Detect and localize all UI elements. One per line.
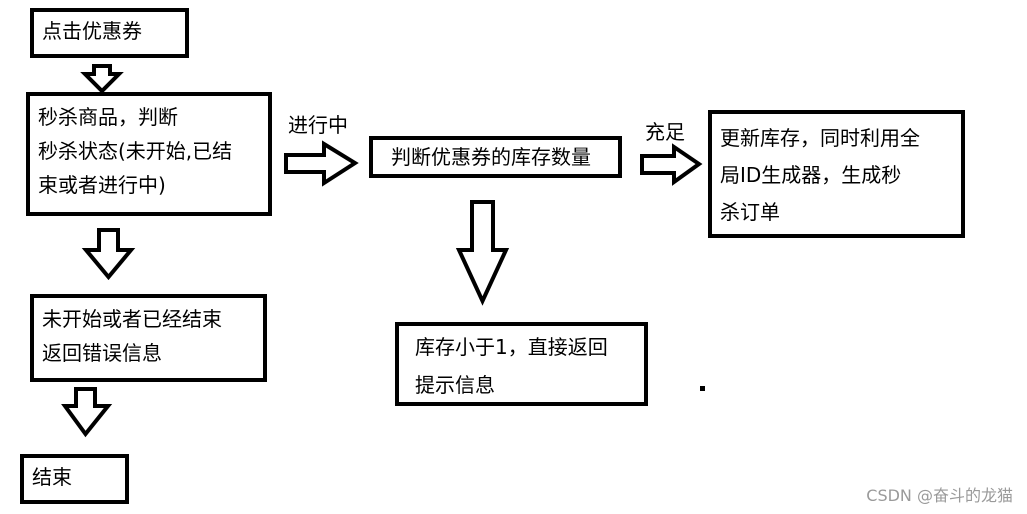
arrow-down-1 [80, 64, 124, 94]
node-text: 更新库存，同时利用全 [720, 126, 920, 150]
edge-label-in-progress: 进行中 [288, 113, 348, 137]
node-text: 杀订单 [720, 200, 780, 224]
node-text: 库存小于1，直接返回 [415, 335, 608, 359]
node-check-stock: 判断优惠券的库存数量 [369, 136, 622, 178]
node-text: 秒杀状态(未开始,已结 [38, 139, 233, 163]
watermark: CSDN @奋斗的龙猫 [866, 486, 1013, 505]
node-judge-seckill-status: 秒杀商品，判断 秒杀状态(未开始,已结 束或者进行中) [26, 92, 272, 216]
node-text: 点击优惠券 [42, 19, 142, 43]
node-text: 秒杀商品，判断 [38, 105, 178, 129]
node-text: 未开始或者已经结束 [42, 307, 222, 331]
arrow-down-stock [455, 200, 510, 306]
node-text: 束或者进行中) [38, 173, 166, 197]
node-text: 判断优惠券的库存数量 [391, 145, 591, 169]
arrow-right-in-progress [284, 140, 359, 187]
node-text: 局ID生成器，生成秒 [720, 163, 902, 187]
edge-label-sufficient: 充足 [645, 120, 685, 144]
node-text: 结束 [32, 465, 72, 489]
node-update-stock-create-order: 更新库存，同时利用全 局ID生成器，生成秒 杀订单 [708, 110, 965, 238]
node-stock-insufficient: 库存小于1，直接返回 提示信息 [395, 322, 648, 406]
node-text: 返回错误信息 [42, 341, 162, 365]
node-end: 结束 [20, 454, 129, 504]
arrow-right-sufficient [640, 143, 703, 186]
stray-dot [700, 386, 705, 391]
node-text: 提示信息 [415, 373, 495, 397]
arrow-down-2 [81, 228, 136, 281]
arrow-down-3 [61, 387, 113, 438]
node-click-coupon: 点击优惠券 [30, 8, 189, 58]
node-not-started-or-ended: 未开始或者已经结束 返回错误信息 [30, 294, 267, 382]
